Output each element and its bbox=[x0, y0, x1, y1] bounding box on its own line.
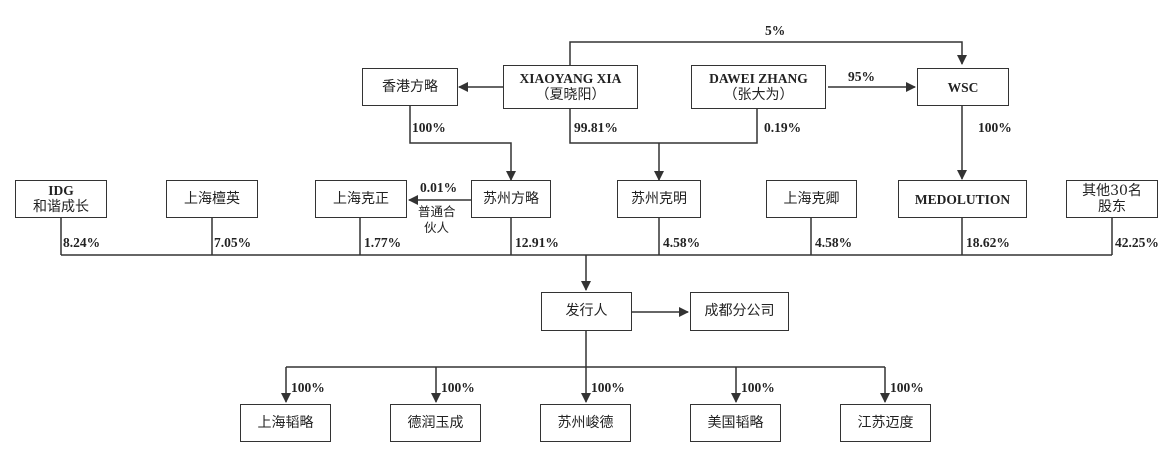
pct-zhang-to-keming: 0.19% bbox=[764, 120, 802, 135]
zhang-en-name: DAWEI ZHANG bbox=[709, 71, 808, 86]
pct-wsc-to-medolution: 100% bbox=[978, 120, 1012, 135]
wsc-label: WSC bbox=[947, 79, 979, 95]
dawei-zhang-box: DAWEI ZHANG （张大为） bbox=[691, 65, 826, 109]
pct-subsidiary-4: 100% bbox=[741, 380, 775, 395]
pct-subsidiary-2: 100% bbox=[441, 380, 475, 395]
hk-fanglue-label: 香港方略 bbox=[382, 78, 438, 95]
keqing-label: 上海克卿 bbox=[783, 190, 840, 207]
xiaoyang-xia-box: XIAOYANG XIA （夏晓阳） bbox=[503, 65, 638, 109]
others-line2: 股东 bbox=[1098, 199, 1126, 215]
suzhou-keming-label: 苏州克明 bbox=[631, 190, 687, 207]
others-line1: 其他30名 bbox=[1082, 183, 1142, 199]
subsidiary-2-box: 德润玉成 bbox=[390, 404, 481, 442]
pct-zhang-to-wsc: 95% bbox=[848, 69, 875, 84]
hk-fanglue-box: 香港方略 bbox=[362, 68, 458, 106]
tanying-label: 上海檀英 bbox=[184, 190, 240, 207]
hk-to-fanglue-line bbox=[409, 106, 516, 181]
medolution-label: MEDOLUTION bbox=[914, 191, 1011, 207]
kezheng-label: 上海克正 bbox=[333, 190, 389, 207]
wsc-box: WSC bbox=[917, 68, 1009, 106]
gp-note-line1: 普通合 bbox=[418, 204, 456, 219]
pct-kezheng: 1.77% bbox=[364, 235, 402, 250]
pct-tanying: 7.05% bbox=[214, 235, 252, 250]
subsidiary-3-box: 苏州峻德 bbox=[540, 404, 631, 442]
subsidiary-1-label: 上海韬略 bbox=[257, 414, 314, 431]
xia-cn-name: （夏晓阳） bbox=[535, 87, 606, 103]
zhang-cn-name: （张大为） bbox=[723, 87, 794, 103]
gp-note-line2: 伙人 bbox=[424, 220, 450, 235]
xia-to-wsc-line bbox=[569, 41, 967, 65]
subsidiary-5-box: 江苏迈度 bbox=[840, 404, 931, 442]
pct-medolution: 18.62% bbox=[966, 235, 1010, 250]
others-box: 其他30名 股东 bbox=[1066, 180, 1158, 218]
idg-box: IDG 和谐成长 bbox=[15, 180, 107, 218]
pct-others: 42.25% bbox=[1115, 235, 1159, 250]
keqing-box: 上海克卿 bbox=[766, 180, 857, 218]
subsidiary-4-label: 美国韬略 bbox=[707, 414, 764, 431]
subsidiary-2-label: 德润玉成 bbox=[407, 414, 464, 431]
pct-keming: 4.58% bbox=[663, 235, 701, 250]
issuer-box: 发行人 bbox=[541, 292, 632, 331]
idg-line2: 和谐成长 bbox=[33, 199, 89, 215]
suzhou-fanglue-label: 苏州方略 bbox=[483, 190, 539, 207]
subsidiary-5-label: 江苏迈度 bbox=[857, 414, 914, 431]
pct-keqing: 4.58% bbox=[815, 235, 853, 250]
to-keming-top-line bbox=[569, 109, 758, 144]
pct-fanglue: 12.91% bbox=[515, 235, 559, 250]
pct-idg: 8.24% bbox=[63, 235, 101, 250]
xia-en-name: XIAOYANG XIA bbox=[519, 71, 622, 86]
pct-hk-to-fanglue: 100% bbox=[412, 120, 446, 135]
suzhou-fanglue-box: 苏州方略 bbox=[471, 180, 551, 218]
pct-subsidiary-5: 100% bbox=[890, 380, 924, 395]
pct-xia-to-keming: 99.81% bbox=[574, 120, 618, 135]
pct-subsidiary-1: 100% bbox=[291, 380, 325, 395]
medolution-box: MEDOLUTION bbox=[898, 180, 1027, 218]
suzhou-keming-box: 苏州克明 bbox=[617, 180, 701, 218]
idg-line1: IDG bbox=[48, 183, 74, 198]
tanying-box: 上海檀英 bbox=[166, 180, 258, 218]
kezheng-box: 上海克正 bbox=[315, 180, 407, 218]
chengdu-branch-box: 成都分公司 bbox=[690, 292, 789, 331]
pct-xia-to-wsc: 5% bbox=[765, 23, 786, 38]
issuer-label: 发行人 bbox=[565, 303, 608, 319]
subsidiary-1-box: 上海韬略 bbox=[240, 404, 331, 442]
chengdu-branch-label: 成都分公司 bbox=[704, 303, 775, 319]
subsidiary-3-label: 苏州峻德 bbox=[557, 414, 614, 431]
pct-subsidiary-3: 100% bbox=[591, 380, 625, 395]
pct-fanglue-to-kezheng: 0.01% bbox=[420, 180, 458, 195]
subsidiary-4-box: 美国韬略 bbox=[690, 404, 781, 442]
